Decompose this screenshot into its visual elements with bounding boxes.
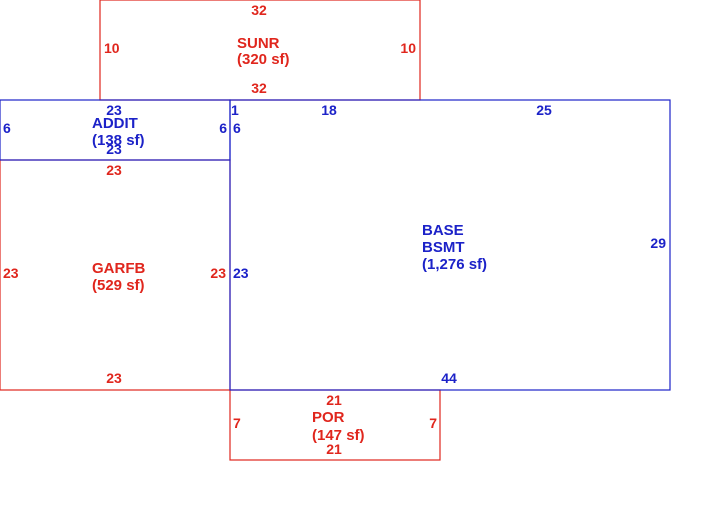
area-garfb: 23 23 23 23 GARFB (529 sf) bbox=[0, 159, 231, 391]
addit-area: (138 sf) bbox=[92, 132, 145, 149]
garfb-dim-top: 23 bbox=[106, 162, 122, 178]
area-base-bsmt: 1 18 25 6 23 29 44 BASE BSMT (1,276 sf) bbox=[229, 99, 671, 391]
addit-dim-right: 6 bbox=[219, 120, 227, 136]
garfb-dim-right: 23 bbox=[210, 265, 226, 281]
sunr-label: SUNR bbox=[237, 35, 280, 52]
por-dim-top: 21 bbox=[326, 392, 342, 408]
sunr-area: (320 sf) bbox=[237, 51, 290, 68]
addit-label: ADDIT bbox=[92, 115, 138, 132]
sunr-dim-left: 10 bbox=[104, 40, 120, 56]
garfb-area: (529 sf) bbox=[92, 277, 145, 294]
sunr-dim-top: 32 bbox=[251, 2, 267, 18]
base-dim-top-a: 1 bbox=[231, 102, 239, 118]
base-label-line1: BASE bbox=[422, 222, 464, 239]
garfb-label: GARFB bbox=[92, 260, 145, 277]
por-dim-right: 7 bbox=[429, 415, 437, 431]
addit-dim-left: 6 bbox=[3, 120, 11, 136]
por-label: POR bbox=[312, 409, 345, 426]
base-dim-left-top: 6 bbox=[233, 120, 241, 136]
area-addit: 23 6 6 ADDIT (138 sf) 23 bbox=[0, 99, 231, 161]
por-dim-left: 7 bbox=[233, 415, 241, 431]
area-sunr: 32 10 10 32 SUNR (320 sf) bbox=[99, 0, 421, 101]
base-area: (1,276 sf) bbox=[422, 256, 487, 273]
area-por: 21 7 7 21 POR (147 sf) bbox=[229, 389, 441, 461]
por-area: (147 sf) bbox=[312, 427, 365, 444]
garfb-dim-bottom: 23 bbox=[106, 370, 122, 386]
por-dim-bottom: 21 bbox=[326, 441, 342, 457]
base-dim-bottom: 44 bbox=[441, 370, 457, 386]
base-dim-top-b: 18 bbox=[321, 102, 337, 118]
base-dim-left: 23 bbox=[233, 265, 249, 281]
sunr-dim-right: 10 bbox=[400, 40, 416, 56]
addit-dim-bottom: 23 bbox=[106, 141, 122, 157]
base-outline bbox=[229, 99, 671, 391]
base-dim-right: 29 bbox=[650, 235, 666, 251]
garfb-dim-left: 23 bbox=[3, 265, 19, 281]
base-label-line2: BSMT bbox=[422, 239, 465, 256]
sunr-dim-bottom: 32 bbox=[251, 80, 267, 96]
addit-dim-top: 23 bbox=[106, 102, 122, 118]
base-dim-top-c: 25 bbox=[536, 102, 552, 118]
